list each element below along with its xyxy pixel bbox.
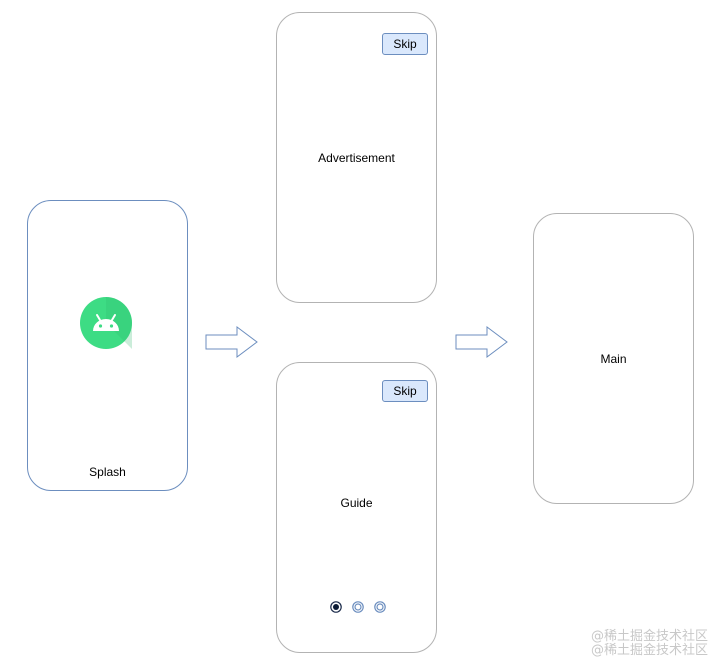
android-logo-icon [80, 297, 132, 349]
advertisement-screen: Skip Advertisement [276, 12, 437, 303]
right-arrow-icon [205, 326, 258, 358]
skip-button[interactable]: Skip [382, 380, 428, 402]
splash-screen: Splash [27, 200, 188, 491]
advertisement-label: Advertisement [318, 151, 395, 165]
right-arrow-icon [455, 326, 508, 358]
guide-screen: Skip Guide [276, 362, 437, 653]
watermark: @稀土掘金技术社区 @稀土掘金技术社区 [591, 630, 708, 658]
page-dot[interactable] [352, 601, 364, 613]
main-label: Main [600, 352, 627, 366]
guide-label: Guide [340, 496, 373, 510]
watermark-line: @稀土掘金技术社区 [590, 629, 708, 644]
watermark-line: @稀土掘金技术社区 [590, 643, 708, 658]
main-screen: Main [533, 213, 694, 504]
splash-label: Splash [89, 465, 126, 479]
page-dot-active[interactable] [330, 601, 342, 613]
skip-button[interactable]: Skip [382, 33, 428, 55]
page-dot[interactable] [374, 601, 386, 613]
page-indicator [330, 601, 386, 613]
